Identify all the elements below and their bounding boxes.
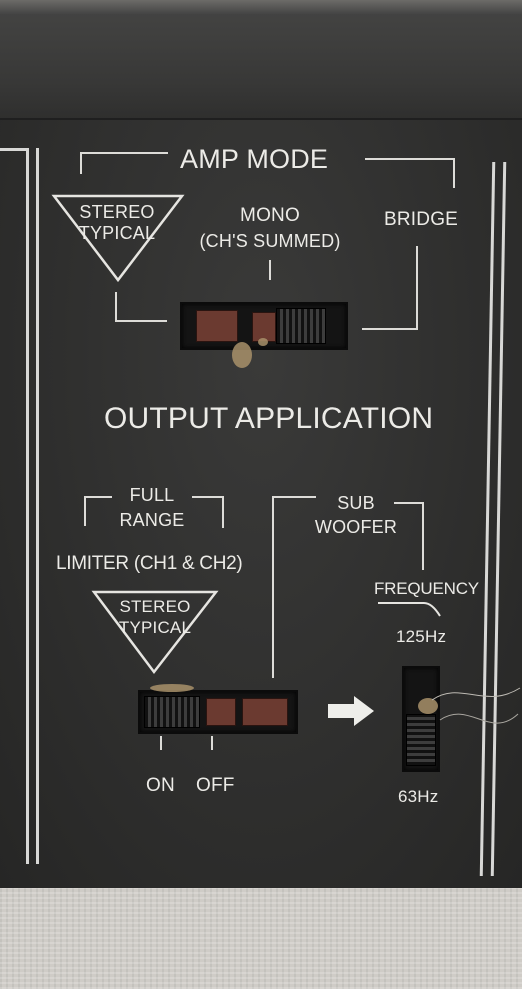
- sub-bracket-left-v: [272, 496, 274, 678]
- full-range-label-2: RANGE: [119, 510, 185, 530]
- sub-woofer-label-2: WOOFER: [314, 517, 398, 537]
- full-bracket-right-v: [222, 496, 224, 528]
- panel-surface: [0, 0, 522, 890]
- left-rail-inner: [36, 148, 39, 864]
- dust-2: [258, 338, 268, 346]
- amp-mode-title: AMP MODE: [180, 144, 329, 174]
- limiter-label: LIMITER (CH1 & CH2): [56, 553, 243, 574]
- stray-fibre: [431, 687, 521, 724]
- sub-bracket-left-h: [272, 496, 316, 498]
- amp-mono-label-1: MONO: [240, 205, 300, 226]
- frequency-switch[interactable]: [402, 666, 440, 772]
- dust-3: [150, 684, 194, 692]
- full-bracket-right-h: [192, 496, 224, 498]
- off-tick: [211, 736, 213, 750]
- off-label: OFF: [196, 775, 235, 796]
- amp-stereo-triangle: [51, 194, 185, 283]
- output-application-title: OUTPUT APPLICATION: [104, 402, 434, 435]
- amp-mode-bracket-left-h: [80, 152, 168, 154]
- amp-mode-bracket-right-h: [365, 158, 455, 160]
- sub-woofer-label-1: SUB: [337, 493, 375, 513]
- limiter-switch[interactable]: [138, 690, 298, 734]
- sub-bracket-right-h: [394, 502, 424, 504]
- panel-top-ledge: [0, 0, 522, 120]
- mono-connector-v: [269, 260, 271, 280]
- bridge-connector-v: [416, 246, 418, 330]
- frequency-high-label: 125Hz: [396, 627, 447, 646]
- full-bracket-left-h: [84, 496, 112, 498]
- amp-mode-bracket-left-v: [80, 152, 82, 174]
- left-rail-outer: [26, 148, 29, 864]
- on-tick: [160, 736, 162, 750]
- stereo-connector-v: [115, 292, 117, 322]
- limiter-stereo-triangle: [91, 590, 219, 675]
- full-bracket-left-v: [84, 496, 86, 526]
- frequency-low-label: 63Hz: [398, 787, 439, 806]
- limiter-switch-knob[interactable]: [144, 696, 200, 728]
- sub-bracket-right-v: [422, 502, 424, 570]
- limiter-stereo-label-2: TYPICAL: [118, 618, 192, 637]
- bridge-connector-h: [362, 328, 418, 330]
- on-label: ON: [146, 775, 175, 796]
- dust-1: [232, 342, 252, 368]
- amp-mode-bracket-right-v: [453, 158, 455, 188]
- dust-4: [418, 698, 438, 714]
- frequency-curve-icon: [378, 602, 441, 617]
- amp-stereo-label-2: TYPICAL: [78, 223, 156, 243]
- amp-stereo-label-1: STEREO: [79, 202, 155, 222]
- left-rail-top: [0, 148, 28, 151]
- amp-switch-rust-left: [196, 310, 238, 342]
- amp-mode-switch[interactable]: [180, 302, 348, 350]
- full-range-label-1: FULL: [129, 485, 175, 505]
- frequency-title: FREQUENCY: [374, 579, 479, 598]
- limiter-switch-rust-2: [242, 698, 288, 726]
- limiter-stereo-label-1: STEREO: [119, 597, 191, 616]
- limiter-switch-rust-1: [206, 698, 236, 726]
- frequency-switch-knob[interactable]: [406, 714, 436, 766]
- arrow-right-icon: [328, 696, 374, 726]
- amp-mode-switch-knob[interactable]: [276, 308, 326, 344]
- fabric-surface: [0, 888, 522, 989]
- amp-mono-label-2: (CH'S SUMMED): [199, 231, 341, 251]
- amp-bridge-label: BRIDGE: [384, 209, 459, 230]
- stereo-connector-h: [115, 320, 167, 322]
